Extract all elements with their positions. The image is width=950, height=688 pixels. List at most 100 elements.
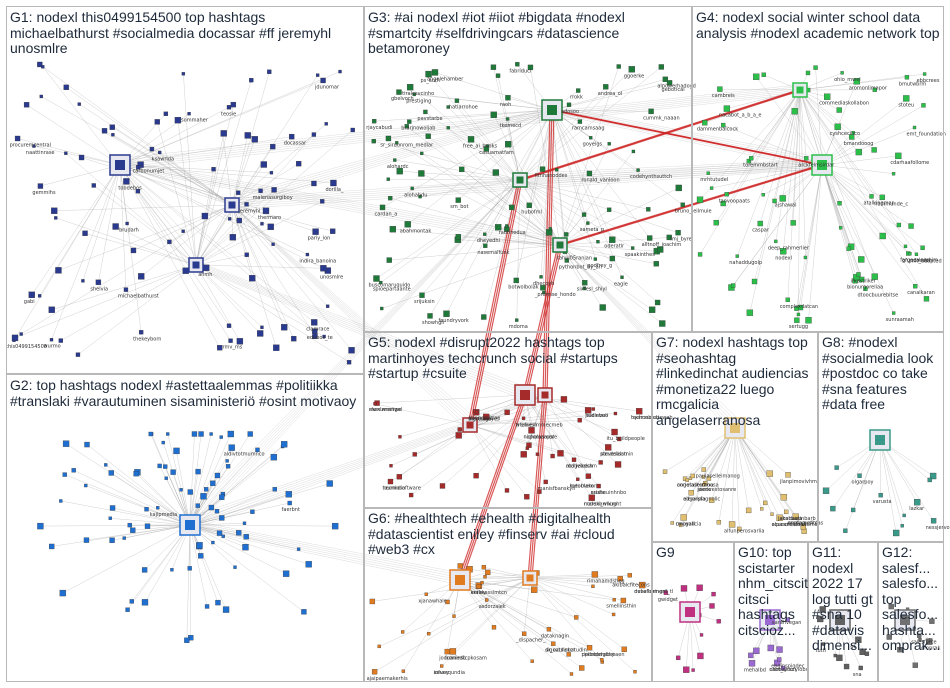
node-g6 <box>369 598 376 605</box>
node-g5 <box>520 451 527 458</box>
node-g2 <box>243 534 249 540</box>
edge-inter-group <box>197 266 524 398</box>
node-g3 <box>380 306 384 311</box>
edge-g4 <box>798 89 801 315</box>
edge-inter-group <box>199 268 522 400</box>
edge-g4 <box>821 164 916 287</box>
node-g12 <box>888 603 894 610</box>
node-g3 <box>586 170 593 177</box>
edge-g8 <box>879 439 934 521</box>
edge-inter-group <box>189 424 471 526</box>
edge-g1 <box>231 139 256 206</box>
edge-g6 <box>441 577 531 667</box>
edge-inter-group <box>549 107 825 164</box>
group-label-g6: G6: #healthtech #ehealth #digitalhealth … <box>368 511 619 557</box>
edge-g3 <box>382 109 553 208</box>
edge-g5 <box>544 394 620 440</box>
node-label-g4: deep_rahmerlier <box>768 245 810 251</box>
edge-g3 <box>516 179 521 321</box>
edge-g1 <box>169 204 233 243</box>
node-label-layer: this0499154500michaelbathurstdocassarjer… <box>6 68 950 682</box>
edge-g1 <box>195 264 263 328</box>
node-g4 <box>859 276 865 283</box>
node-g3 <box>490 111 497 118</box>
edge-inter-group <box>183 173 527 520</box>
edge-g5 <box>544 394 619 465</box>
node-g5 <box>475 410 479 414</box>
edge-g2 <box>151 433 191 526</box>
edge-inter-group <box>229 202 473 424</box>
edge-g2 <box>163 442 191 526</box>
edge-g1 <box>14 264 197 339</box>
node-g3 <box>606 207 612 212</box>
node-g3 <box>515 318 519 322</box>
edge-inter-group <box>113 158 567 240</box>
node-label-g1: clamrace <box>306 326 329 332</box>
node-g4 <box>912 125 917 130</box>
node-label-g4: fargecaloorhim <box>900 257 938 263</box>
node-label-g5: neoniosoftware <box>382 486 420 492</box>
node-g12 <box>928 638 933 642</box>
node-g1 <box>311 132 317 137</box>
node-g7 <box>785 472 791 478</box>
node-g8 <box>900 524 904 528</box>
node-g1 <box>109 124 115 130</box>
node-g4 <box>751 278 758 285</box>
node-label-g3: sameta_p <box>580 227 604 233</box>
node-g3 <box>515 62 520 67</box>
edge-g3 <box>421 173 561 246</box>
edge-g3 <box>486 148 561 246</box>
node-g1 <box>32 144 36 148</box>
edge-g1 <box>151 148 233 206</box>
node-label-g11: sna <box>853 672 862 678</box>
hub-node-avatar-g1 <box>228 201 236 209</box>
edge-g3 <box>540 109 553 277</box>
node-g1 <box>163 111 169 116</box>
node-g2 <box>282 570 290 577</box>
node-g2 <box>305 561 312 568</box>
node-g3 <box>393 158 397 162</box>
node-g2 <box>163 464 168 469</box>
node-g2 <box>157 463 162 469</box>
node-g5 <box>398 435 402 439</box>
node-g1 <box>95 279 102 285</box>
node-g4 <box>780 248 787 255</box>
node-g6 <box>551 641 556 646</box>
edge-g1 <box>119 164 315 323</box>
node-label-g6: dataknagin <box>541 633 569 639</box>
node-g4 <box>856 272 861 277</box>
edge-g1 <box>112 126 233 206</box>
edge-g4 <box>821 105 924 166</box>
node-label-g1: brudarh <box>119 227 139 233</box>
edge-g4 <box>722 89 801 204</box>
node-g2 <box>109 505 116 511</box>
node-label-g6: _dispacher_ <box>515 638 546 644</box>
group-box-g5 <box>364 332 652 508</box>
node-g4 <box>785 297 790 302</box>
node-g7 <box>688 476 693 480</box>
node-g2 <box>216 530 223 536</box>
edge-highlight <box>527 394 544 579</box>
edge-g1 <box>119 164 127 290</box>
node-g4 <box>697 252 703 257</box>
edge-g3 <box>428 73 521 181</box>
group-box-g11 <box>808 542 878 682</box>
edge-g2 <box>189 524 336 527</box>
node-label-g3: alohabdu <box>404 192 427 198</box>
node-g6 <box>481 565 487 570</box>
node-g3 <box>666 80 673 86</box>
edge-g1 <box>231 123 327 206</box>
edge-g3 <box>559 244 653 310</box>
edge-g1 <box>98 164 121 283</box>
edge-g6 <box>459 579 550 630</box>
edge-g4 <box>821 164 909 254</box>
edge-highlight <box>524 244 561 396</box>
node-g5 <box>577 418 582 423</box>
group-label-g9: G9 <box>656 545 675 560</box>
edge-inter-group <box>191 260 530 392</box>
edge-g2 <box>189 524 309 565</box>
edge-g1 <box>17 138 121 166</box>
edge-g2 <box>189 449 258 526</box>
node-g2 <box>144 523 151 529</box>
node-label-g5: trrefnerimmecmeb <box>516 422 563 428</box>
